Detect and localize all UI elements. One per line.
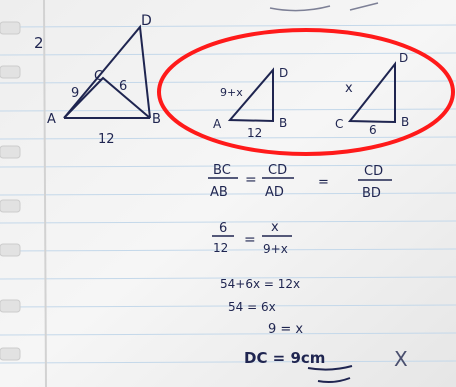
left-tri-bottom-left: A	[213, 117, 222, 131]
margin-tabs	[0, 21, 21, 361]
main-vertex-right: B	[152, 112, 161, 127]
eq-left-numerator: 6	[219, 221, 227, 236]
main-triangle-figure	[63, 24, 151, 119]
substituted-equation: 6 12 = x 9+x	[212, 220, 292, 256]
ratio-1-numerator: BC	[213, 163, 231, 178]
work-line-1: 54+6x = 12x	[220, 277, 300, 291]
ratio-2-denominator: AD	[265, 185, 284, 200]
ratio-2-numerator: CD	[268, 163, 287, 178]
work-line-3: 9 = x	[268, 322, 303, 337]
ratio-3-denominator: BD	[362, 186, 381, 201]
red-circle-annotation	[157, 28, 455, 156]
circled-triangle-right	[347, 61, 396, 124]
right-tri-hyp: x	[345, 81, 353, 96]
main-side-cb: 6	[119, 79, 127, 94]
main-vertex-top: D	[141, 13, 152, 29]
equals-3: =	[244, 232, 256, 248]
right-tri-base: 6	[369, 123, 377, 137]
right-tri-bottom-left: C	[335, 117, 343, 131]
eq-right-denominator: 9+x	[263, 242, 288, 256]
answer-underline	[307, 365, 353, 383]
cross-mark: X	[394, 347, 408, 371]
eq-right-numerator: x	[271, 220, 279, 235]
main-vertex-left: A	[47, 112, 56, 127]
left-tri-bottom-right: B	[279, 116, 287, 130]
work-line-2: 54 = 6x	[228, 300, 276, 314]
eq-left-denominator: 12	[213, 241, 228, 255]
equals-1: =	[245, 172, 257, 188]
circled-triangle-left	[227, 67, 274, 123]
main-vertex-middle: C	[94, 69, 103, 84]
main-base-label: 12	[98, 132, 115, 147]
margin-line	[43, 0, 47, 387]
right-tri-top: D	[399, 51, 408, 65]
final-answer: DC = 9cm	[244, 349, 325, 367]
ratio-1-denominator: AB	[210, 185, 228, 200]
left-tri-hyp: 9+x	[220, 86, 243, 99]
main-side-ac: 9	[71, 86, 79, 101]
equals-2: =	[318, 175, 329, 190]
left-tri-top: D	[279, 66, 288, 80]
proportion-row: BC AB = CD AD = CD BD	[208, 163, 392, 201]
top-scribble	[269, 2, 379, 12]
left-tri-base: 12	[247, 126, 262, 140]
right-tri-bottom-right: B	[401, 115, 409, 129]
ratio-3-numerator: CD	[364, 164, 383, 179]
ruled-lines	[0, 24, 456, 364]
problem-number: 2	[34, 34, 44, 52]
